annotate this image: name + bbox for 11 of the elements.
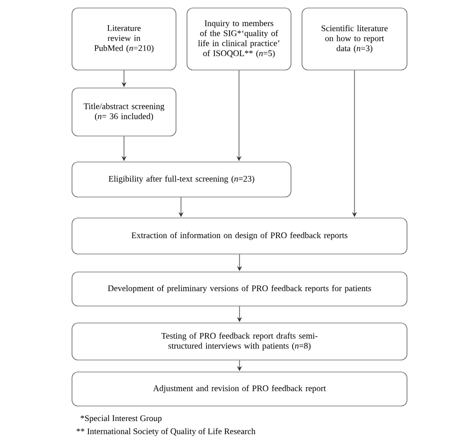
footnote: ** International Society of Quality of Life Research (76, 428, 256, 436)
process-box: Title/abstract screening (n= 36 included) (72, 88, 176, 136)
process-box: Adjustment and revision of PRO feedback report (72, 372, 408, 406)
process-box: Scientific literature on how to report data (n=3) (302, 8, 408, 70)
footnote: *Special Interest Group (80, 415, 162, 423)
process-box: Inquiry to members of the SIG*‘quality of life in clinical practice’ of ISOQOL** (n=5) (186, 8, 292, 70)
process-box: Extraction of information on design of PRO feedback reports (72, 218, 408, 254)
process-box: Literature review in PubMed (n=210) (72, 8, 176, 70)
process-box: Eligibility after full-text screening (n=23) (72, 162, 292, 198)
process-box: Development of preliminary versions of PRO feedback reports for patients (72, 272, 408, 306)
process-box: Testing of PRO feedback report drafts semi-structured interviews with patients (n=8) (72, 322, 408, 360)
